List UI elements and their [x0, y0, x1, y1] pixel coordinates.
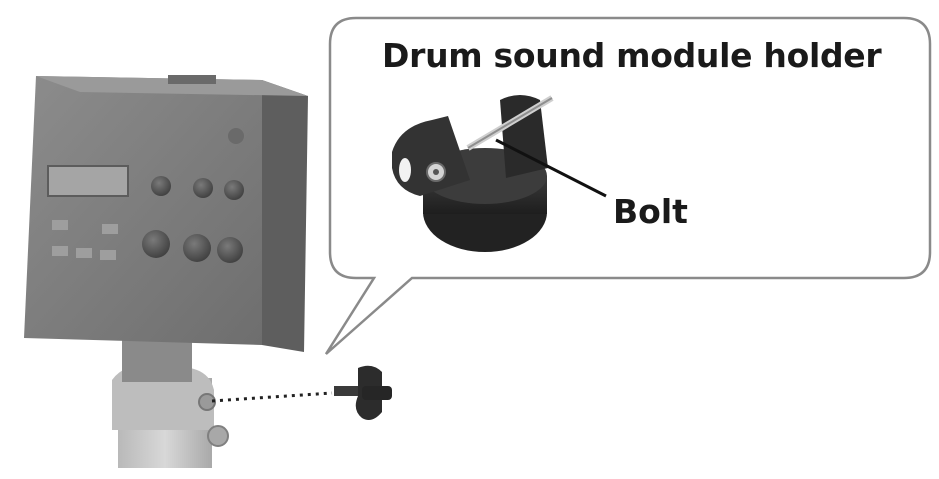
bolt-leader-line — [495, 138, 607, 198]
stand — [112, 338, 229, 468]
callout-bubble — [324, 16, 932, 355]
guide-line — [211, 391, 333, 403]
drum-sound-module-holder — [392, 95, 554, 252]
wing-bolt — [334, 365, 392, 420]
drum-sound-module — [24, 75, 308, 352]
bolt-label: Bolt — [613, 192, 688, 231]
callout-title: Drum sound module holder — [382, 36, 882, 75]
